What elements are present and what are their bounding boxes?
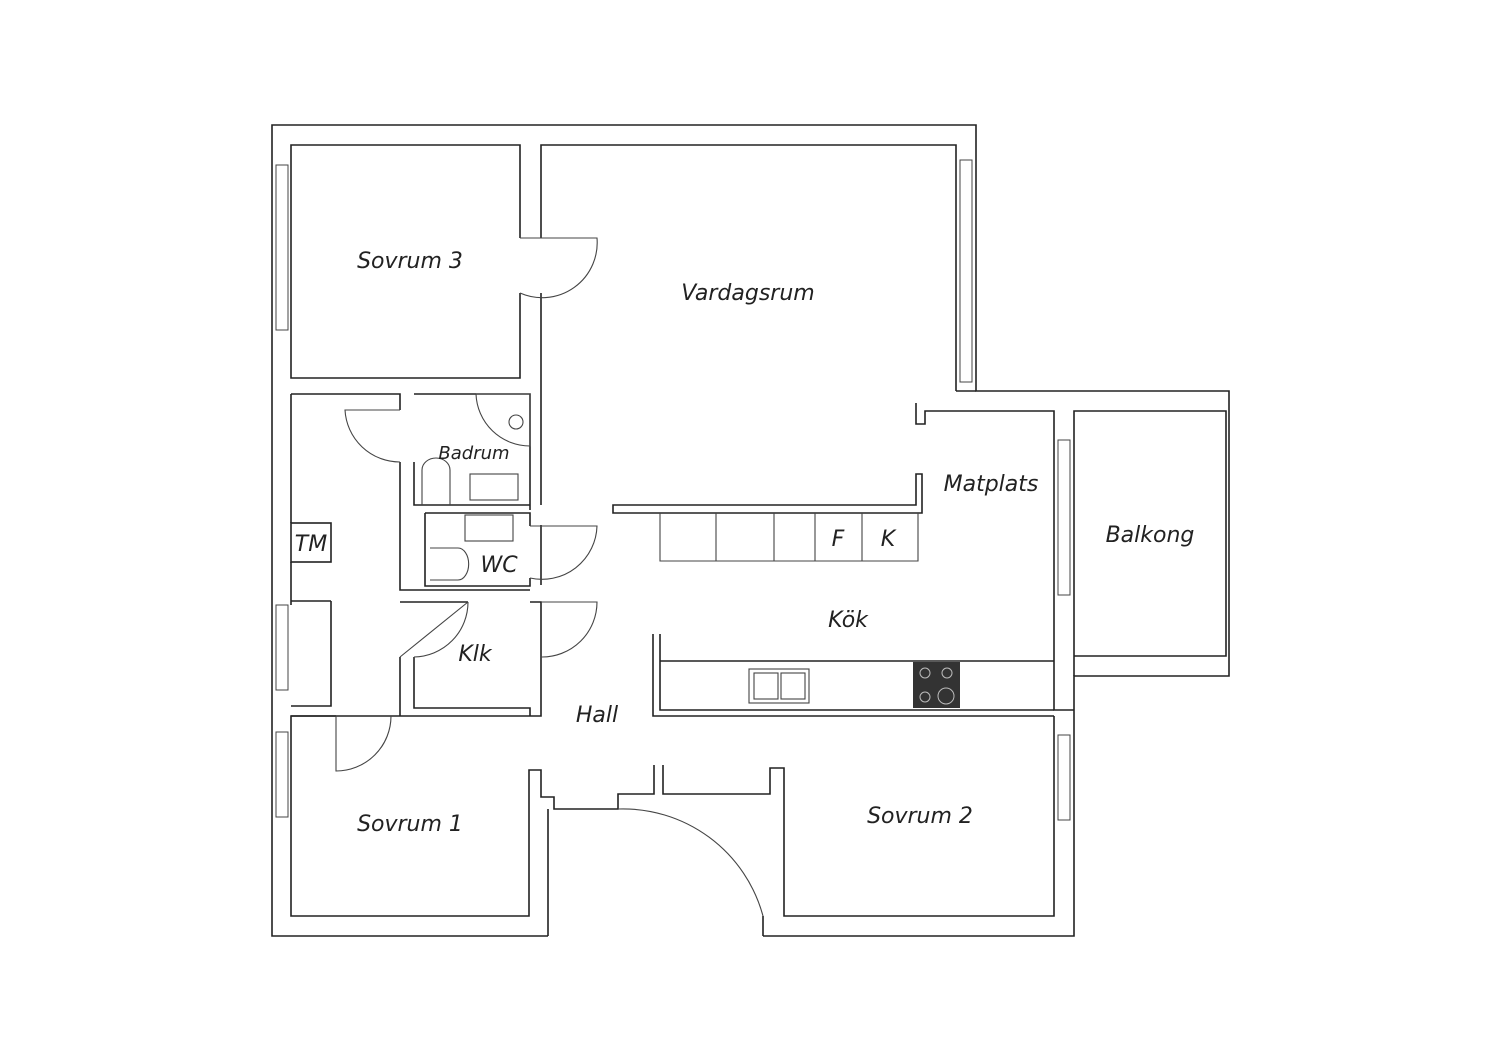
outer-wall	[271, 124, 1230, 937]
tm-box	[290, 522, 332, 563]
sink-icon	[748, 668, 810, 704]
room-label-hall: Hall	[576, 703, 618, 728]
label-tm: TM	[295, 532, 327, 557]
room-label-sovrum3: Sovrum 3	[357, 249, 463, 274]
wall-balkong	[1073, 410, 1227, 676]
kitchen-upper-counter	[612, 473, 923, 514]
room-label-matplats: Matplats	[944, 472, 1039, 497]
wall-wc	[424, 512, 531, 587]
wall-sovrum2	[662, 716, 1055, 936]
label-fridge: F	[832, 527, 845, 552]
windows	[275, 159, 1071, 821]
label-freezer: K	[881, 527, 897, 552]
room-label-klk: Klk	[458, 642, 493, 667]
door-arcs	[335, 237, 764, 917]
wall-vardagsrum	[540, 144, 1074, 711]
wall-sovrum1	[290, 715, 655, 936]
kitchen-lower-counter	[652, 634, 1054, 717]
room-label-sovrum1: Sovrum 1	[357, 812, 463, 837]
room-label-vardagsrum: Vardagsrum	[681, 281, 814, 306]
kitchen-cabinets	[659, 513, 919, 562]
room-label-sovrum2: Sovrum 2	[867, 804, 973, 829]
room-label-balkong: Balkong	[1106, 523, 1195, 548]
stove-icon	[913, 662, 960, 708]
room-label-kok: Kök	[828, 608, 869, 633]
room-label-wc: WC	[480, 553, 518, 578]
wall-sovrum3	[290, 144, 521, 379]
bathroom-fixtures	[421, 393, 531, 581]
room-label-badrum: Badrum	[438, 443, 509, 464]
